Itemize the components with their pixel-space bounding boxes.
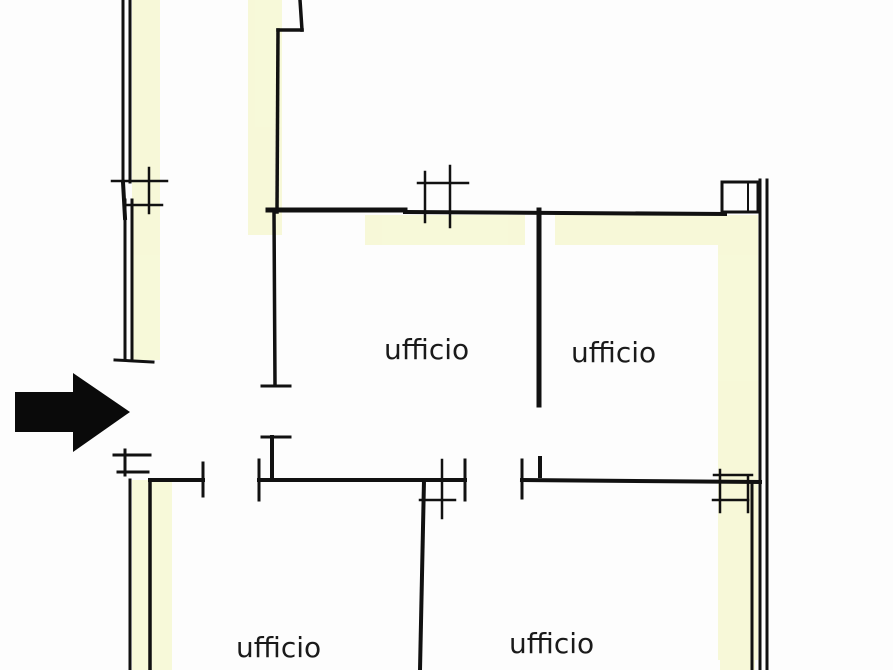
arrow-right-icon: [15, 373, 130, 452]
room-label-bottom-right: ufficio: [509, 627, 595, 660]
room-label-bottom-left: ufficio: [236, 631, 322, 664]
walls: [110, 0, 769, 670]
room-label-top-left: ufficio: [384, 333, 470, 366]
room-label-top-right: ufficio: [571, 336, 657, 369]
